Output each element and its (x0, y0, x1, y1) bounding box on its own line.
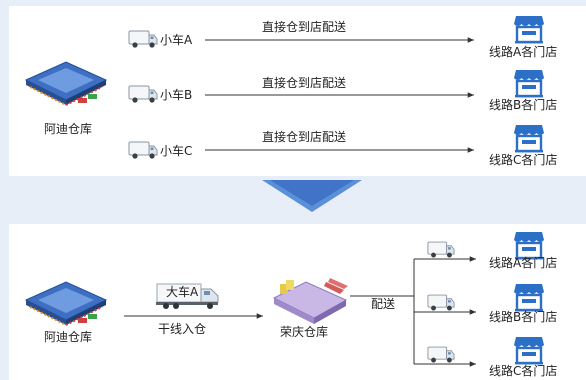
van-label: 小车B (160, 88, 193, 102)
hub-label: 荣庆仓库 (280, 325, 329, 339)
van-icon (128, 84, 158, 104)
store-icon (513, 123, 545, 153)
trunk-label: 干线入仓 (158, 322, 207, 336)
van-label: 小车A (160, 33, 193, 47)
store-label: 线路C各门店 (489, 364, 558, 378)
van-icon (427, 345, 455, 364)
van-icon (128, 29, 158, 49)
top-panel (9, 6, 586, 176)
route-action-label: 直接仓到店配送 (262, 20, 347, 34)
warehouse-board-icon (22, 278, 108, 330)
van-label: 小车C (160, 144, 193, 158)
down-chevron-icon (262, 180, 362, 212)
route-action-label: 直接仓到店配送 (262, 130, 347, 144)
store-label: 线路A各门店 (489, 256, 558, 270)
route-action-label: 直接仓到店配送 (262, 76, 347, 90)
van-icon (427, 240, 455, 259)
store-icon (513, 14, 545, 44)
store-icon (513, 335, 545, 365)
warehouse-label: 阿迪仓库 (44, 330, 93, 344)
store-icon (513, 282, 545, 312)
store-icon (513, 68, 545, 98)
van-icon (128, 140, 158, 160)
store-label: 线路B各门店 (489, 310, 558, 324)
hub-warehouse-icon (266, 274, 352, 326)
store-label: 线路C各门店 (489, 153, 558, 167)
truck-icon (156, 283, 219, 309)
delivery-label: 配送 (371, 297, 396, 311)
warehouse-label: 阿迪仓库 (44, 122, 93, 136)
store-label: 线路B各门店 (489, 98, 558, 112)
store-label: 线路A各门店 (489, 45, 558, 59)
van-icon (427, 293, 455, 312)
warehouse-board-icon (22, 58, 108, 110)
truck-label: 大车A (166, 285, 199, 299)
